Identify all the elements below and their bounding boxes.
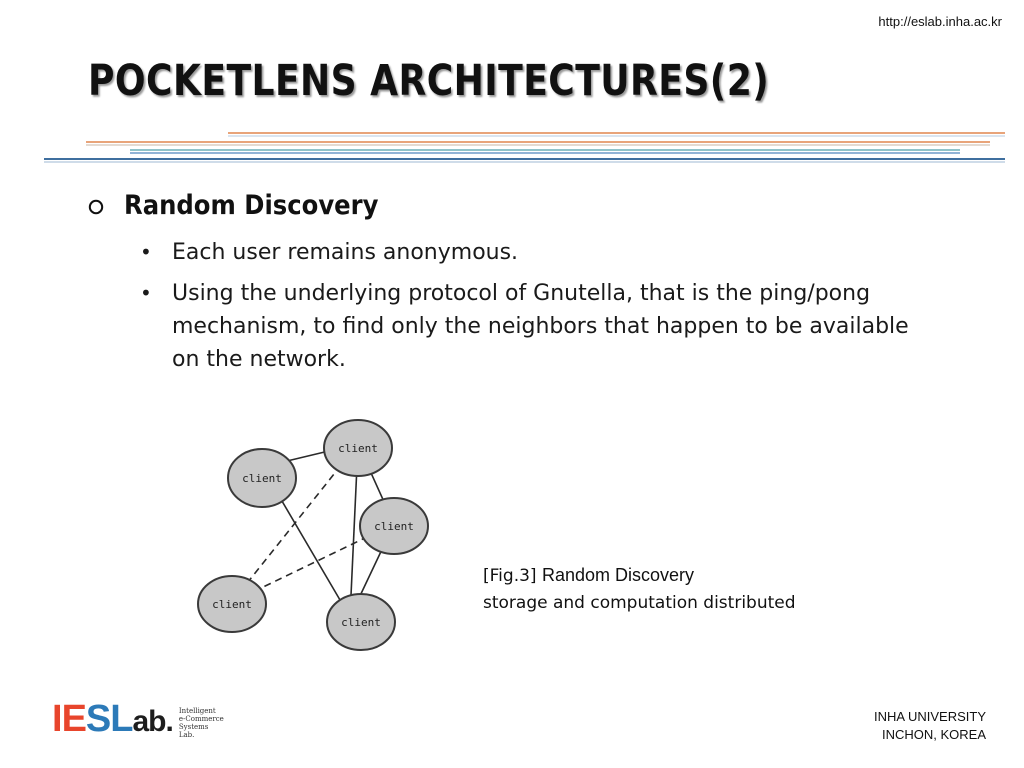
figure-caption: [Fig.3] Random Discovery storage and com… bbox=[483, 562, 796, 617]
bullet-text: Each user remains anonymous. bbox=[172, 240, 519, 265]
figure-label: [Fig.3] bbox=[483, 566, 537, 586]
logo-side-text: Intelligent e-Commerce Systems Lab. bbox=[179, 707, 224, 739]
section-heading: Random Discovery bbox=[88, 190, 407, 221]
footer-location: INCHON, KOREA bbox=[881, 727, 986, 742]
logo-wordmark: IESLab. bbox=[52, 698, 174, 741]
logo-side-line: Lab. bbox=[178, 731, 195, 739]
client-node: client bbox=[359, 497, 429, 555]
figure-title: Random Discovery bbox=[541, 565, 695, 585]
logo-letter: I bbox=[52, 698, 63, 740]
client-node: client bbox=[323, 419, 393, 477]
bullet-item: • Each user remains anonymous. bbox=[140, 236, 920, 269]
section-heading-text: Random Discovery bbox=[124, 190, 379, 221]
logo-letter: E bbox=[61, 698, 87, 740]
footer-university: INHA UNIVERSITY bbox=[874, 709, 986, 724]
logo-letter: ab. bbox=[132, 705, 174, 738]
bullet-item: • Using the underlying protocol of Gnute… bbox=[140, 277, 920, 376]
figure-subtitle: storage and computation distributed bbox=[483, 593, 796, 613]
logo-letter: L bbox=[110, 698, 133, 740]
client-node-label: client bbox=[212, 598, 252, 611]
bullet-text: Using the underlying protocol of Gnutell… bbox=[172, 281, 909, 372]
client-node-label: client bbox=[374, 520, 414, 533]
logo-letter: S bbox=[85, 698, 111, 740]
client-node-label: client bbox=[341, 616, 381, 629]
network-diagram: client client client client client bbox=[197, 419, 429, 651]
bullet-list: • Each user remains anonymous. • Using t… bbox=[140, 236, 920, 384]
site-url[interactable]: http://eslab.inha.ac.kr bbox=[878, 14, 1002, 29]
logo-side-line: e-Commerce bbox=[178, 715, 224, 723]
client-node: client bbox=[197, 575, 267, 633]
client-node: client bbox=[227, 448, 297, 508]
logo-side-line: Systems bbox=[178, 723, 209, 731]
client-node-label: client bbox=[242, 472, 282, 485]
client-node: client bbox=[326, 593, 396, 651]
bullet-dot-icon: • bbox=[140, 240, 152, 264]
bullet-dot-icon: • bbox=[140, 281, 152, 305]
logo-side-line: Intelligent bbox=[178, 707, 216, 715]
hollow-circle-bullet-icon bbox=[88, 199, 104, 214]
institution-footer: INHA UNIVERSITY INCHON, KOREA bbox=[874, 708, 986, 744]
slide-title: POCKETLENS ARCHITECTURES(2) bbox=[88, 56, 770, 106]
client-node-label: client bbox=[338, 442, 378, 455]
ieslab-logo: IESLab. Intelligent e-Commerce Systems L… bbox=[52, 700, 224, 741]
